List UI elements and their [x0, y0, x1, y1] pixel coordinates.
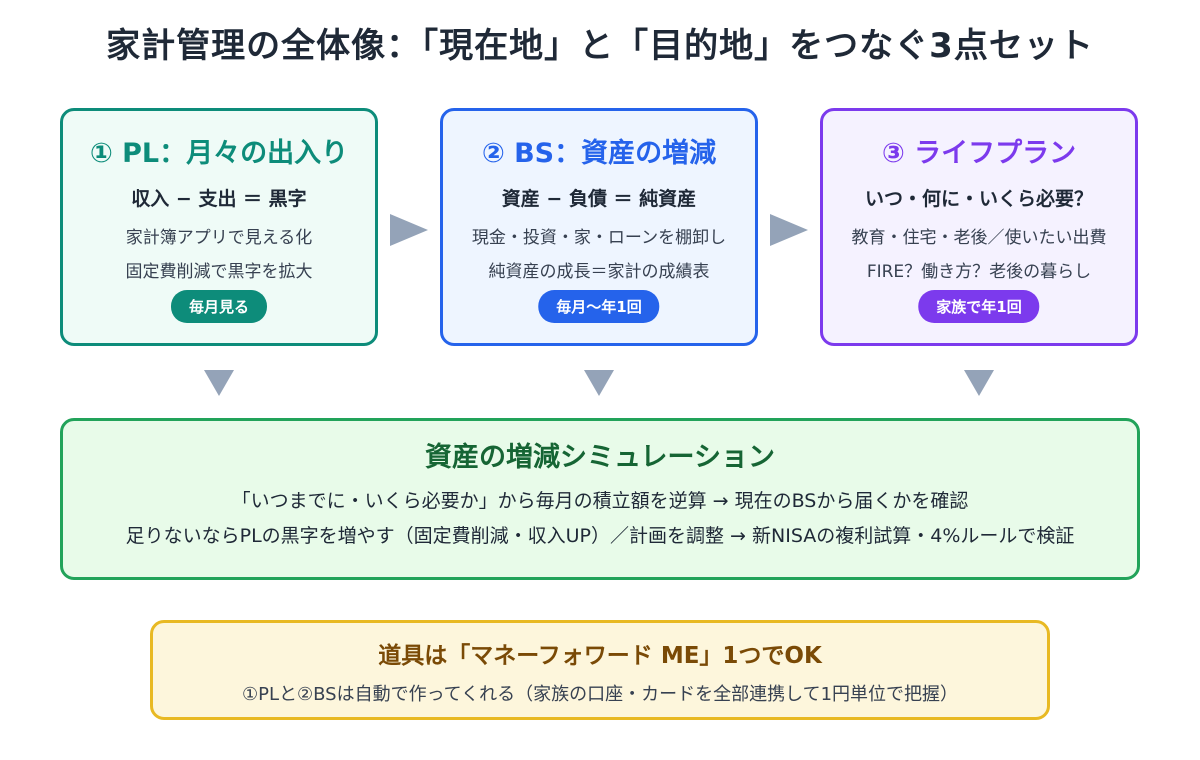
tool-box: 道具は「マネーフォワード ME」1つでOK ①PLと②BSは自動で作ってくれる（…	[150, 620, 1050, 720]
card-lifeplan-line-2: FIRE？働き方？老後の暮らし	[866, 262, 1092, 282]
card-bs-badge: 毎月〜年1回	[538, 290, 660, 323]
card-pl: ① PL：月々の出入り 収入 − 支出 ＝ 黒字 家計簿アプリで見える化 固定費…	[60, 108, 378, 346]
arrow-down-icon	[964, 370, 994, 396]
arrow-down-icon	[204, 370, 234, 396]
card-lifeplan-heading: ③ ライフプラン	[881, 138, 1077, 169]
card-pl-badge: 毎月見る	[170, 290, 268, 323]
arrow-right-icon	[390, 214, 428, 246]
card-bs-line-1: 現金・投資・家・ローンを棚卸し	[471, 228, 727, 248]
card-lifeplan-badge: 家族で年1回	[918, 290, 1040, 323]
card-bs-formula: 資産 − 負債 ＝ 純資産	[501, 188, 697, 210]
card-lifeplan-formula: いつ・何に・いくら必要？	[864, 188, 1093, 210]
simulation-line-2: 足りないならPLの黒字を増やす（固定費削減・収入UP）／計画を調整 → 新NIS…	[125, 525, 1075, 547]
card-pl-heading: ① PL：月々の出入り	[89, 138, 349, 169]
arrow-right-icon	[770, 214, 808, 246]
simulation-box: 資産の増減シミュレーション 「いつまでに・いくら必要か」から毎月の積立額を逆算 …	[60, 418, 1140, 580]
arrow-down-icon	[584, 370, 614, 396]
card-lifeplan-line-1: 教育・住宅・老後／使いたい出費	[851, 228, 1107, 248]
card-bs-heading: ② BS：資産の増減	[481, 138, 717, 169]
card-pl-line-2: 固定費削減で黒字を拡大	[125, 262, 313, 282]
tool-description: ①PLと②BSは自動で作ってくれる（家族の口座・カードを全部連携して1円単位で把…	[241, 684, 959, 705]
card-lifeplan: ③ ライフプラン いつ・何に・いくら必要？ 教育・住宅・老後／使いたい出費 FI…	[820, 108, 1138, 346]
simulation-line-1: 「いつまでに・いくら必要か」から毎月の積立額を逆算 → 現在のBSから届くかを確…	[231, 490, 969, 512]
card-bs-line-2: 純資産の成長＝家計の成績表	[488, 262, 710, 282]
page-title: 家計管理の全体像：「現在地」と「目的地」をつなぐ3点セット	[106, 26, 1094, 66]
simulation-heading: 資産の増減シミュレーション	[425, 442, 775, 473]
card-bs: ② BS：資産の増減 資産 − 負債 ＝ 純資産 現金・投資・家・ローンを棚卸し…	[440, 108, 758, 346]
card-pl-line-1: 家計簿アプリで見える化	[125, 228, 313, 248]
tool-heading: 道具は「マネーフォワード ME」1つでOK	[378, 643, 822, 669]
card-pl-formula: 収入 − 支出 ＝ 黒字	[131, 188, 307, 210]
